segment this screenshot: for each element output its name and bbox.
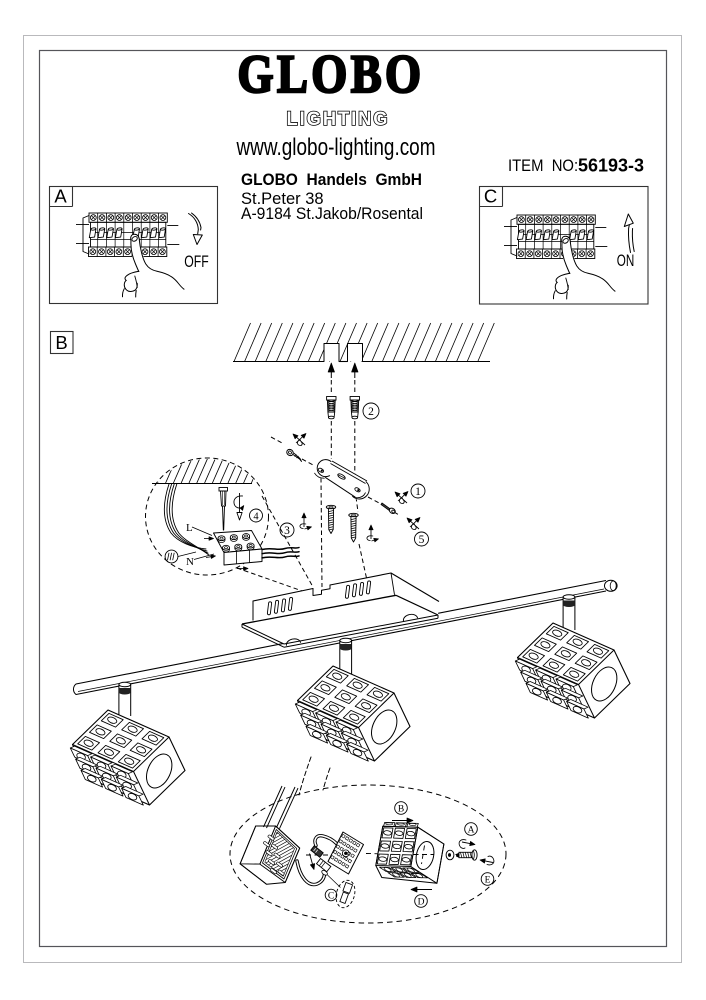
- svg-text:4: 4: [253, 511, 259, 522]
- svg-text:1: 1: [415, 486, 421, 498]
- svg-text:B: B: [398, 804, 404, 814]
- svg-text:www.globo-lighting.com: www.globo-lighting.com: [236, 134, 436, 161]
- svg-text:ITEM NO:: ITEM NO:: [508, 157, 578, 175]
- svg-text:D: D: [418, 897, 425, 907]
- svg-text:L: L: [186, 522, 193, 534]
- svg-text:5: 5: [419, 534, 425, 546]
- svg-text:E: E: [485, 875, 491, 885]
- svg-text:OFF: OFF: [184, 252, 209, 271]
- svg-text:B: B: [55, 332, 67, 353]
- svg-text:C: C: [328, 891, 334, 901]
- svg-text:N: N: [186, 556, 194, 568]
- svg-text:GLOBO Handels GmbH: GLOBO Handels GmbH: [241, 171, 422, 189]
- svg-text:56193-3: 56193-3: [578, 156, 644, 176]
- svg-text:St.Peter 38: St.Peter 38: [241, 190, 324, 208]
- svg-text:2: 2: [368, 406, 374, 418]
- svg-text:A: A: [54, 186, 67, 207]
- svg-text:LIGHTING: LIGHTING: [287, 109, 390, 130]
- svg-text:A-9184 St.Jakob/Rosental: A-9184 St.Jakob/Rosental: [241, 205, 423, 223]
- svg-text:A: A: [468, 825, 475, 835]
- svg-text:C: C: [484, 186, 497, 207]
- svg-text:GLOBO: GLOBO: [238, 44, 425, 104]
- svg-text:3: 3: [284, 525, 290, 537]
- svg-text:ON: ON: [617, 251, 635, 270]
